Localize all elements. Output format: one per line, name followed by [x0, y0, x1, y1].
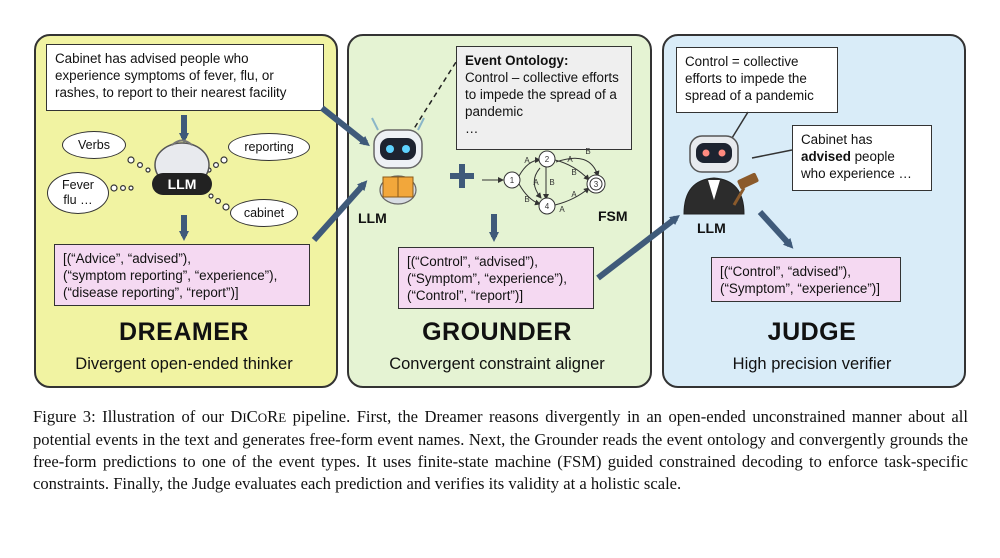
grounder-title: GROUNDER — [422, 318, 572, 346]
fsm-edge-label: A — [524, 156, 530, 165]
arrow-output-to-grounder — [311, 180, 368, 242]
fsm-node-3: 3 — [594, 180, 599, 189]
arrow-input-to-grounder — [320, 105, 370, 147]
dreamer-llm-badge: LLM — [168, 176, 197, 192]
fsm-edge-label: B — [571, 168, 576, 177]
event-ontology-box: Event Ontology: Control – collective eff… — [456, 46, 632, 150]
fsm-edge-label: A — [533, 178, 539, 187]
fsm-edge-label: A — [559, 205, 565, 214]
fsm-edge-label: B — [585, 147, 590, 156]
cloud-verbs: Verbs — [62, 131, 126, 159]
ontology-pointer — [409, 61, 457, 136]
context-pre: Cabinet has — [801, 132, 873, 147]
plus-icon — [450, 164, 474, 188]
dreamer-subtitle: Divergent open-ended thinker — [75, 355, 293, 373]
caption-body: pipeline. First, the Dreamer reasons div… — [33, 407, 969, 493]
context-post: people who experience … — [801, 149, 912, 181]
ontology-heading: Event Ontology: — [465, 53, 569, 68]
ontology-text: Control – collective efforts to impede t… — [465, 70, 619, 136]
fsm-node-2: 2 — [545, 155, 550, 164]
fsm-edge-label: B — [524, 195, 529, 204]
arrow-grounder-to-judge — [596, 214, 680, 281]
dreamer-output-box: [(“Advice”, “advised”), (“symptom report… — [54, 244, 310, 306]
arrow-judge-to-output — [757, 209, 794, 249]
cloud-cabinet: cabinet — [230, 199, 298, 227]
judge-subtitle: High precision verifier — [732, 355, 892, 373]
judge-robot-icon — [683, 135, 759, 215]
grounder-robot-icon — [371, 117, 425, 205]
fsm-edge-label: B — [549, 178, 554, 187]
grounder-llm-label: LLM — [358, 210, 387, 226]
judge-definition-pointer — [731, 111, 749, 139]
fsm-label: FSM — [598, 208, 628, 224]
fsm-edge-label: A — [567, 155, 573, 164]
figure-caption: Figure 3: Illustration of our DICORE pip… — [33, 406, 968, 495]
judge-llm-label: LLM — [697, 220, 726, 236]
cloud-fever-flu: Fever flu … — [47, 172, 109, 214]
grounder-subtitle: Convergent constraint aligner — [389, 355, 605, 373]
judge-definition-box: Control = collective efforts to impede t… — [676, 47, 838, 113]
dreamer-llm-icon: LLM — [152, 139, 212, 195]
judge-title: JUDGE — [767, 318, 857, 346]
judge-context-pointer — [751, 149, 793, 159]
figure-graphics: LLM 1 2 3 — [110, 61, 794, 281]
dreamer-input-box: Cabinet has advised people who experienc… — [46, 44, 324, 111]
cloud-reporting: reporting — [228, 133, 310, 161]
fsm-node-4: 4 — [545, 202, 550, 211]
fsm-edge-label: A — [571, 190, 577, 199]
judge-output-box: [(“Control”, “advised”), (“Symptom”, “ex… — [711, 257, 901, 302]
context-bold: advised — [801, 149, 851, 164]
fsm-diagram: 1 2 3 4 A B A B A B A B A — [482, 147, 606, 215]
caption-name: DICORE — [230, 407, 287, 426]
caption-lead: Figure 3: Illustration of our — [33, 407, 231, 426]
dreamer-title: DREAMER — [119, 318, 249, 346]
fsm-node-1: 1 — [510, 176, 515, 185]
judge-context-box: Cabinet has advised people who experienc… — [792, 125, 932, 191]
grounder-output-box: [(“Control”, “advised”), (“Symptom”, “ex… — [398, 247, 594, 309]
